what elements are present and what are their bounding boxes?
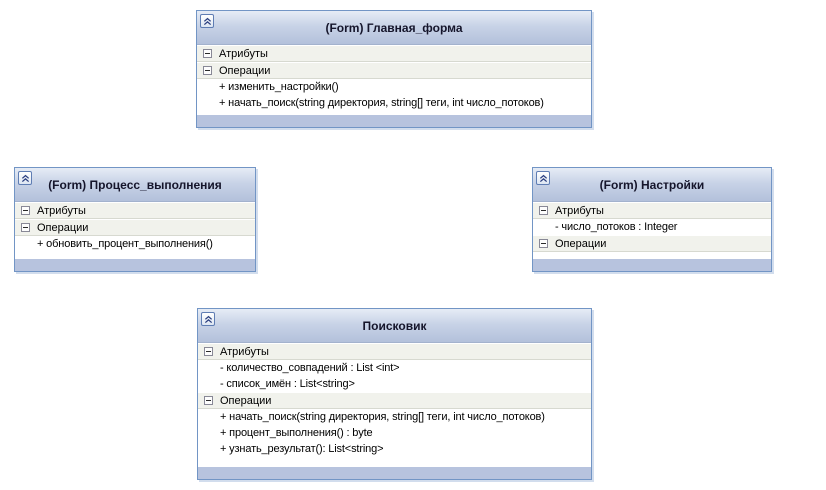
- uml-class-nastroyki[interactable]: (Form) Настройки Атрибуты - число_потоко…: [532, 167, 772, 272]
- collapse-button[interactable]: [200, 14, 214, 28]
- section-header-attributes[interactable]: Атрибуты: [198, 343, 591, 360]
- footer-strip: [533, 259, 771, 271]
- footer-strip: [15, 259, 255, 271]
- collapse-button[interactable]: [18, 171, 32, 185]
- section-label: Операции: [555, 237, 607, 250]
- section-header-operations[interactable]: Операции: [197, 62, 591, 79]
- attribute-row[interactable]: - число_потоков : Integer: [533, 219, 771, 235]
- collapse-button[interactable]: [536, 171, 550, 185]
- minus-box-icon[interactable]: [204, 396, 213, 405]
- section-label: Операции: [37, 221, 89, 234]
- section-header-operations[interactable]: Операции: [15, 219, 255, 236]
- class-header[interactable]: (Form) Главная_форма: [197, 11, 591, 45]
- double-chevron-up-icon: [204, 315, 212, 323]
- section-header-operations[interactable]: Операции: [198, 392, 591, 409]
- section-header-operations[interactable]: Операции: [533, 235, 771, 252]
- uml-class-process-vypolneniya[interactable]: (Form) Процесс_выполнения Атрибуты Опера…: [14, 167, 256, 272]
- minus-box-icon[interactable]: [21, 223, 30, 232]
- class-header[interactable]: Поисковик: [198, 309, 591, 343]
- section-label: Атрибуты: [220, 345, 269, 358]
- collapse-button[interactable]: [201, 312, 215, 326]
- box-body-spacer: [197, 111, 591, 115]
- minus-box-icon[interactable]: [539, 206, 548, 215]
- class-title: (Form) Главная_форма: [325, 20, 463, 35]
- double-chevron-up-icon: [539, 174, 547, 182]
- operation-row[interactable]: + начать_поиск(string директория, string…: [198, 409, 591, 425]
- box-body-spacer: [15, 252, 255, 259]
- section-label: Операции: [220, 394, 272, 407]
- minus-box-icon[interactable]: [203, 66, 212, 75]
- section-header-attributes[interactable]: Атрибуты: [533, 202, 771, 219]
- operation-row[interactable]: + обновить_процент_выполнения(): [15, 236, 255, 252]
- operation-row[interactable]: + процент_выполнения() : byte: [198, 425, 591, 441]
- class-header[interactable]: (Form) Процесс_выполнения: [15, 168, 255, 202]
- attribute-row[interactable]: - количество_совпадений : List <int>: [198, 360, 591, 376]
- section-label: Атрибуты: [555, 204, 604, 217]
- operation-row[interactable]: + изменить_настройки(): [197, 79, 591, 95]
- minus-box-icon[interactable]: [203, 49, 212, 58]
- attribute-row[interactable]: - список_имён : List<string>: [198, 376, 591, 392]
- class-title: (Form) Настройки: [599, 177, 705, 192]
- minus-box-icon[interactable]: [204, 347, 213, 356]
- uml-class-glavnaya-forma[interactable]: (Form) Главная_форма Атрибуты Операции +…: [196, 10, 592, 128]
- minus-box-icon[interactable]: [539, 239, 548, 248]
- minus-box-icon[interactable]: [21, 206, 30, 215]
- box-body-spacer: [533, 252, 771, 259]
- footer-strip: [197, 115, 591, 127]
- double-chevron-up-icon: [203, 17, 211, 25]
- double-chevron-up-icon: [21, 174, 29, 182]
- box-body-spacer: [198, 457, 591, 467]
- section-label: Атрибуты: [219, 47, 268, 60]
- section-label: Атрибуты: [37, 204, 86, 217]
- section-label: Операции: [219, 64, 271, 77]
- class-header[interactable]: (Form) Настройки: [533, 168, 771, 202]
- section-header-attributes[interactable]: Атрибуты: [15, 202, 255, 219]
- operation-row[interactable]: + узнать_результат(): List<string>: [198, 441, 591, 457]
- class-title: (Form) Процесс_выполнения: [48, 177, 222, 192]
- uml-class-poiskovik[interactable]: Поисковик Атрибуты - количество_совпаден…: [197, 308, 592, 480]
- operation-row[interactable]: + начать_поиск(string директория, string…: [197, 95, 591, 111]
- section-header-attributes[interactable]: Атрибуты: [197, 45, 591, 62]
- class-title: Поисковик: [362, 318, 427, 333]
- footer-strip: [198, 467, 591, 479]
